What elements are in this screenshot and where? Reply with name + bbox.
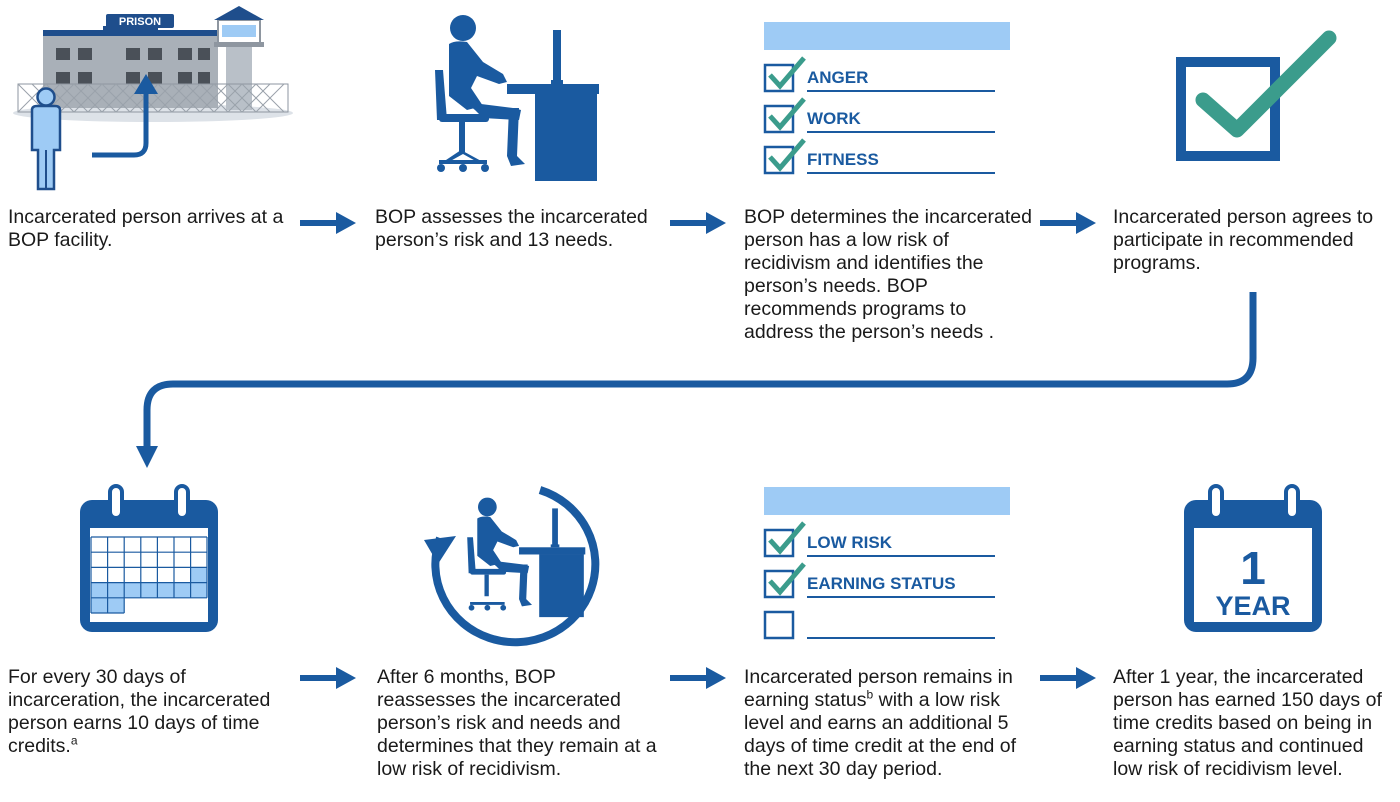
- step-6-text: After 6 months, BOP reassesses the incar…: [377, 666, 657, 780]
- year-number: 1: [1240, 542, 1266, 594]
- step-7-text: Incarcerated person remains in earning s…: [744, 666, 1034, 781]
- step-7-body-start: Incarcerated person remains in earning s…: [744, 666, 1013, 711]
- checklist-item-anger: ANGER: [807, 68, 868, 87]
- person-at-desk-icon: [435, 15, 599, 181]
- step-3-text: BOP determines the incarcerated person h…: [744, 206, 1032, 343]
- checklist-item-low-risk: LOW RISK: [807, 533, 893, 552]
- prison-icon: PRISON: [13, 6, 293, 191]
- calendar-icon: [80, 484, 218, 632]
- agree-checkbox-icon: [1176, 30, 1337, 161]
- year-label: YEAR: [1215, 591, 1290, 621]
- needs-checklist-icon: ANGER WORK FITNESS: [763, 22, 1010, 175]
- step-7-body-end: with a low risk level and earns an addit…: [744, 689, 1017, 780]
- step-5-body: For every 30 days of incarceration, the …: [8, 666, 271, 757]
- arrow-right-icon: [1040, 212, 1096, 234]
- checklist-item-earning-status: EARNING STATUS: [807, 574, 956, 593]
- reassess-cycle-icon: [424, 486, 600, 647]
- checklist-item-fitness: FITNESS: [807, 150, 879, 169]
- one-year-calendar-icon: 1 YEAR: [1184, 484, 1322, 632]
- footnote-b: b: [866, 687, 874, 702]
- step-1-text: Incarcerated person arrives at a BOP fac…: [8, 206, 284, 251]
- checklist-item-work: WORK: [807, 109, 862, 128]
- step-5-text: For every 30 days of incarceration, the …: [8, 666, 298, 758]
- status-checklist-icon: LOW RISK EARNING STATUS: [763, 487, 1010, 640]
- arrow-right-icon: [1040, 667, 1096, 689]
- prison-sign: PRISON: [119, 16, 161, 28]
- step-4-text: Incarcerated person agrees to participat…: [1113, 206, 1374, 274]
- step-2-text: BOP assesses the incarcerated person’s r…: [375, 206, 648, 251]
- arrow-right-icon: [670, 667, 726, 689]
- arrow-right-icon: [670, 212, 726, 234]
- arrow-right-icon: [300, 667, 356, 689]
- step-8-text: After 1 year, the incarcerated person ha…: [1113, 666, 1382, 780]
- arrow-right-icon: [300, 212, 356, 234]
- footnote-a: a: [70, 733, 78, 748]
